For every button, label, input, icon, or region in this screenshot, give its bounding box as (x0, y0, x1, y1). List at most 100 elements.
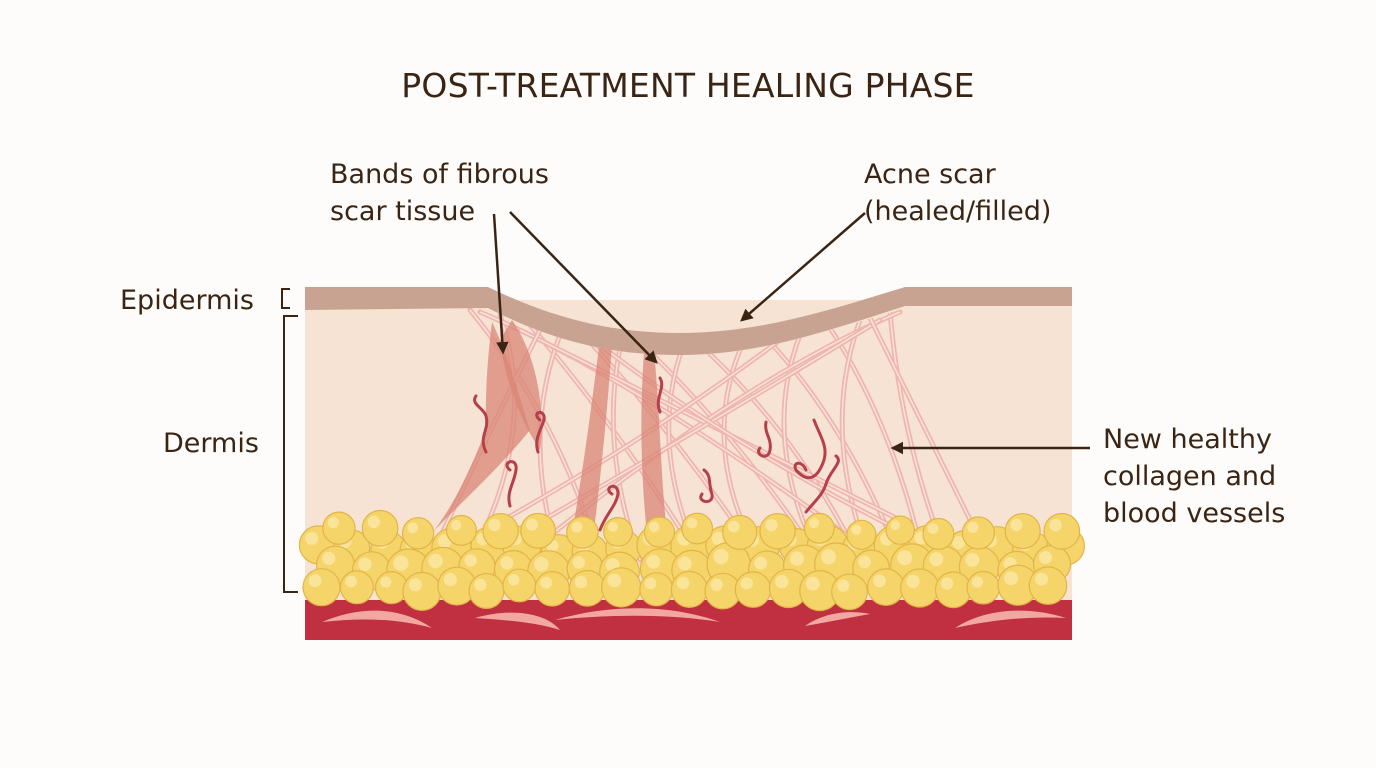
fat-cell-highlight (890, 520, 901, 531)
fat-cell (846, 519, 877, 550)
fat-cell-highlight (775, 575, 789, 589)
fat-cell-highlight (464, 554, 477, 567)
fat-cell-highlight (451, 520, 462, 531)
blood-vessel (473, 394, 489, 454)
fat-cell (1004, 512, 1041, 550)
blood-vessel (535, 411, 546, 454)
fat-cell-highlight (345, 575, 357, 588)
fat-cell-highlight (686, 517, 698, 529)
fat-cell-highlight (808, 517, 820, 529)
acne-scar-label-line-1: Acne scar (864, 159, 996, 190)
fat-cell-highlight (305, 531, 319, 545)
fat-cells (298, 509, 1085, 612)
fat-cell-highlight (648, 521, 660, 533)
fibrous-bands-label: Bands of fibrous scar tissue (330, 156, 549, 230)
fat-cell-highlight (407, 522, 419, 534)
fat-cell (722, 514, 758, 551)
fat-cell (961, 516, 996, 550)
fat-cell-highlight (851, 524, 862, 535)
fat-cell (361, 509, 399, 547)
dermis-bracket (283, 315, 298, 593)
fat-cell-highlight (789, 551, 805, 566)
fat-cell (601, 567, 642, 608)
fibrous-bands-label-line-1: Bands of fibrous (330, 159, 549, 190)
fat-cell (670, 570, 709, 609)
fat-cell-highlight (1049, 518, 1062, 532)
fat-cell (681, 512, 714, 545)
fat-cell-highlight (428, 553, 443, 569)
blood-vessel (793, 418, 827, 480)
fibrous-bands-arrow-1 (492, 213, 509, 355)
fat-cell-highlight (929, 552, 944, 567)
muscle-streaks (322, 608, 1066, 630)
blood-vessel (804, 454, 840, 514)
fibrous-bands-arrow-2 (509, 211, 658, 364)
fat-cell (1043, 512, 1081, 550)
fat-cell-highlight (967, 521, 979, 534)
diagram-title: POST-TREATMENT HEALING PHASE (401, 66, 975, 105)
fat-cell-highlight (380, 576, 392, 588)
acne-scar-label: Acne scar (healed/filled) (864, 156, 1051, 230)
fat-cell-highlight (710, 578, 723, 591)
fat-cell-highlight (906, 574, 920, 589)
fat-cell (502, 568, 537, 603)
fat-cell-highlight (1039, 551, 1052, 564)
fat-cell-highlight (474, 578, 487, 592)
fat-cell-highlight (676, 576, 690, 590)
fat-cell-highlight (488, 518, 501, 532)
fat-cell (639, 572, 674, 607)
fat-cell (934, 571, 972, 609)
dermis-label: Dermis (163, 428, 259, 459)
blood-vessel (757, 420, 772, 458)
fat-cell-highlight (873, 574, 886, 588)
fat-cell-highlight (727, 520, 740, 533)
fat-cell-highlight (572, 556, 586, 569)
fat-cell (534, 570, 571, 607)
fat-cell (568, 569, 606, 607)
fat-cell-highlight (754, 556, 768, 570)
fat-cell (468, 572, 505, 609)
fat-cell (759, 513, 796, 550)
fat-cell-highlight (308, 574, 322, 588)
fat-cell-highlight (322, 551, 336, 566)
collagen-fiber-highlight (829, 327, 921, 546)
fat-cell-highlight (740, 577, 753, 590)
fat-cell (831, 573, 868, 611)
acne-scar-arrow (740, 212, 866, 322)
blood-vessel (656, 376, 664, 414)
fat-cell-highlight (644, 577, 657, 590)
blood-vessel (598, 484, 620, 532)
epidermis-label: Epidermis (120, 285, 254, 316)
fat-cell-highlight (927, 523, 939, 534)
fat-cell (566, 516, 599, 549)
fat-cell-highlight (1010, 518, 1023, 532)
scar-band (570, 340, 612, 545)
collagen-fiber-highlight (499, 319, 881, 546)
fat-cell-highlight (525, 518, 539, 531)
fat-cell-highlight (540, 576, 553, 589)
fat-cell-highlight (677, 556, 692, 571)
fat-cell-highlight (393, 555, 409, 571)
fat-cell (374, 570, 409, 605)
fat-cell-highlight (574, 575, 588, 589)
fat-cell (966, 570, 1001, 605)
new-collagen-label-line-1: New healthy (1103, 424, 1272, 455)
collagen-fiber-highlight (889, 311, 941, 541)
fibrous-bands-label-line-2: scar tissue (330, 196, 476, 227)
fat-cell (482, 513, 519, 550)
fat-cell-highlight (971, 576, 984, 588)
new-collagen-label-line-2: collagen and (1103, 461, 1277, 492)
fat-cell (922, 517, 955, 550)
fat-cell-highlight (765, 518, 778, 532)
fat-cell (643, 516, 676, 548)
fat-cell-highlight (607, 573, 622, 588)
fat-cell-highlight (1004, 571, 1018, 586)
blood-vessel (505, 460, 518, 508)
fat-cell-highlight (327, 516, 339, 529)
blood-vessel (699, 468, 714, 503)
fat-cell-highlight (534, 557, 549, 572)
fat-cell (339, 570, 374, 605)
fat-cell (401, 517, 435, 550)
fat-cell-highlight (408, 578, 422, 592)
fat-cell-highlight (713, 549, 729, 565)
